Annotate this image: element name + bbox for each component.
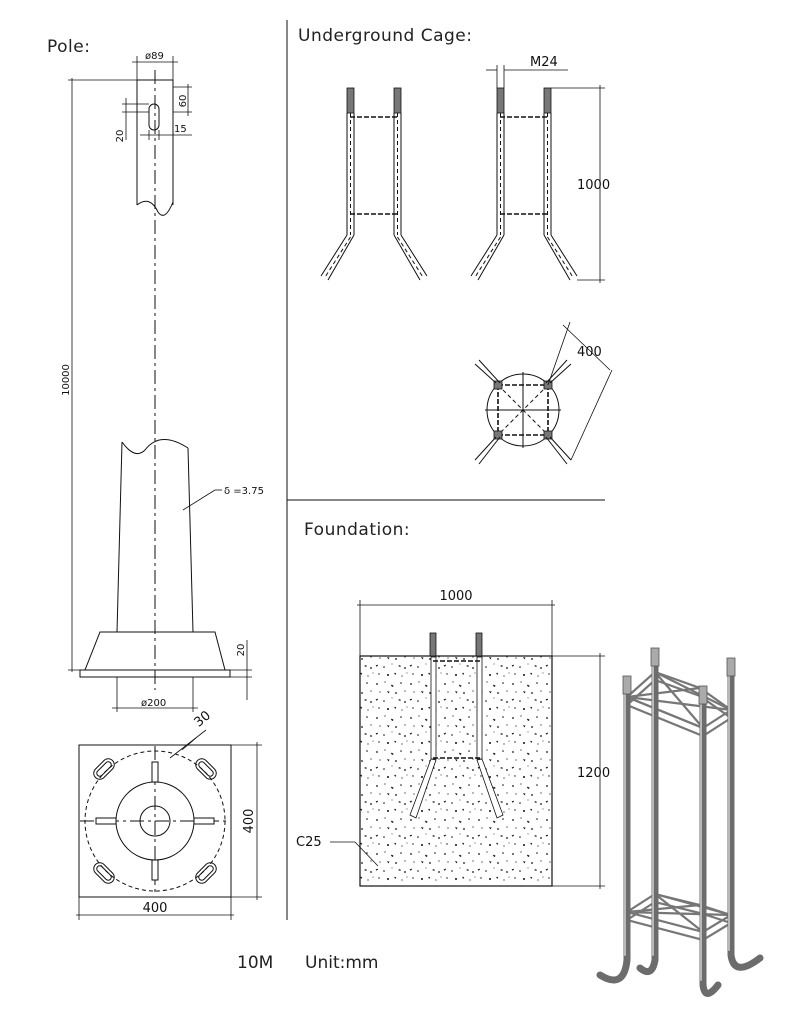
pole-bottom-diameter-label: ø200: [141, 698, 166, 709]
pole-model-label: 10M: [237, 953, 273, 973]
pole-hole-offset-label: 20: [115, 130, 126, 143]
pole-hole-height-label: 60: [178, 95, 189, 108]
pole-dimensions: [68, 56, 252, 712]
cage-elevation-right: [470, 87, 578, 281]
foundation-width-label: 1000: [439, 589, 472, 604]
base-plate-height-label: 400: [242, 809, 257, 834]
cage-section-title: Underground Cage:: [298, 26, 472, 46]
cage-bolt-label: M24: [530, 55, 558, 70]
cage-plan: [474, 321, 613, 465]
concrete-grade-label: C25: [296, 835, 322, 850]
pole-section-title: Pole:: [47, 37, 90, 57]
pole-elevation: [79, 70, 231, 690]
unit-label: Unit:mm: [305, 953, 378, 973]
cage-elevation-left: [320, 87, 428, 281]
base-plate-width-label: 400: [143, 901, 168, 916]
cage-dimensions: [486, 65, 605, 283]
pole-thickness-label: δ =3.75: [224, 486, 264, 497]
foundation-depth-label: 1200: [577, 766, 610, 781]
foundation-section: [330, 600, 605, 889]
pole-height-label: 10000: [61, 364, 72, 396]
base-plate-thickness-label: 20: [236, 644, 247, 657]
foundation-section-title: Foundation:: [304, 520, 410, 540]
base-plate-angle-label: 30: [192, 708, 214, 730]
cage-3d-illustration: [596, 647, 764, 997]
base-plate-plan: [76, 729, 262, 920]
pole-hole-width-label: 15: [174, 124, 187, 135]
pole-top-diameter-label: ø89: [145, 51, 164, 62]
cage-height-label: 1000: [577, 178, 610, 193]
cage-width-label: 400: [577, 345, 602, 360]
